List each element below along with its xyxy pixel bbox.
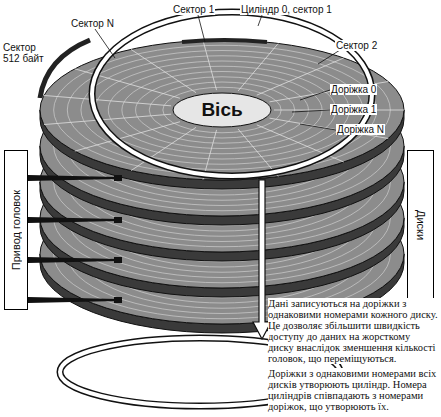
- sector-boundary: [257, 125, 344, 162]
- track-line: [149, 82, 295, 138]
- sector-label: Сектор N: [70, 18, 115, 29]
- head-arm: [28, 257, 118, 263]
- sector-boundary: [238, 43, 278, 91]
- sector-boundary: [44, 95, 171, 105]
- track-label: Доріжка 0: [330, 84, 377, 95]
- read-head: [114, 297, 122, 303]
- sector-boundary: [131, 49, 196, 92]
- leader-line: [292, 110, 330, 112]
- sector-size-label: Сектор 512 байт: [2, 42, 50, 64]
- track-line: [163, 87, 281, 133]
- node-text: Диски: [415, 210, 427, 240]
- sector-boundary: [270, 118, 389, 138]
- sector-boundary: [203, 40, 217, 90]
- leader-line: [300, 90, 330, 100]
- leader-line: [95, 29, 115, 58]
- head-arm: [28, 217, 118, 223]
- sector-label: Сектор 2: [335, 40, 378, 51]
- highlighted-sector: [182, 40, 267, 42]
- head-actuator-box: Привод головок: [4, 150, 28, 310]
- read-head: [114, 257, 122, 263]
- leader-line: [258, 15, 262, 26]
- leader-line: [318, 50, 340, 64]
- disks-box: Диски: [407, 150, 434, 300]
- head-arm: [28, 297, 118, 303]
- leader-line: [300, 124, 336, 130]
- node-text: Вісь: [201, 99, 242, 121]
- axis-hub: Вісь: [172, 92, 272, 128]
- track-label: Доріжка N: [336, 124, 385, 135]
- cylinder-label: Циліндр 0, сектор 1: [240, 4, 333, 15]
- track-label: Доріжка 1: [330, 104, 377, 115]
- hub-ellipse: [173, 93, 271, 127]
- sector-boundary: [44, 114, 171, 124]
- read-head: [114, 217, 122, 223]
- sector-label: Сектор 1: [172, 4, 215, 15]
- node-text: Привод головок: [10, 190, 22, 270]
- note-text: Дані записуються на доріжки з однаковими…: [268, 298, 438, 364]
- leader-line: [198, 15, 205, 42]
- note-text: Доріжки з однаковими номерами всіх дискі…: [268, 368, 438, 412]
- read-head: [114, 175, 122, 181]
- head-arm: [28, 175, 118, 181]
